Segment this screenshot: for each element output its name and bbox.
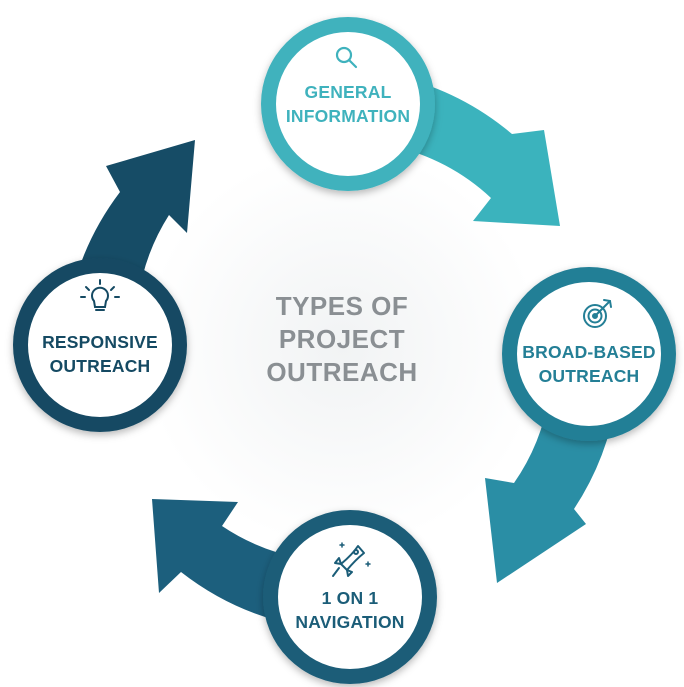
broad-line-1: BROAD-BASED (522, 342, 656, 362)
diagram-title: TYPES OF PROJECT OUTREACH (212, 290, 472, 389)
lightbulb-icon (80, 279, 120, 311)
responsive-outreach-label: RESPONSIVE OUTREACH (20, 330, 180, 378)
target-icon (583, 299, 612, 328)
center-backdrop (142, 148, 542, 548)
node-broad-based-outreach (502, 267, 676, 441)
title-line-3: OUTREACH (266, 357, 418, 387)
navigation-line-2: NAVIGATION (295, 612, 405, 632)
arrow-broad-to-navigation (485, 396, 617, 583)
title-line-1: TYPES OF (275, 291, 409, 321)
general-line-2: INFORMATION (285, 106, 411, 126)
responsive-line-1: RESPONSIVE (42, 332, 158, 352)
general-line-1: GENERAL (304, 82, 392, 102)
node-responsive-outreach (13, 258, 187, 432)
magnifier-icon (335, 46, 358, 69)
general-information-label: GENERAL INFORMATION (268, 80, 428, 128)
broad-based-outreach-label: BROAD-BASED OUTREACH (509, 340, 669, 388)
node-1-on-1-navigation (263, 510, 437, 684)
title-line-2: PROJECT (278, 324, 406, 354)
broad-line-2: OUTREACH (538, 366, 640, 386)
navigation-line-1: 1 ON 1 (321, 588, 379, 608)
node-general-information (261, 17, 435, 191)
rocket-icon (332, 542, 371, 577)
responsive-line-2: OUTREACH (49, 356, 151, 376)
arrow-navigation-to-responsive (152, 499, 300, 626)
navigation-label: 1 ON 1 NAVIGATION (270, 586, 430, 634)
